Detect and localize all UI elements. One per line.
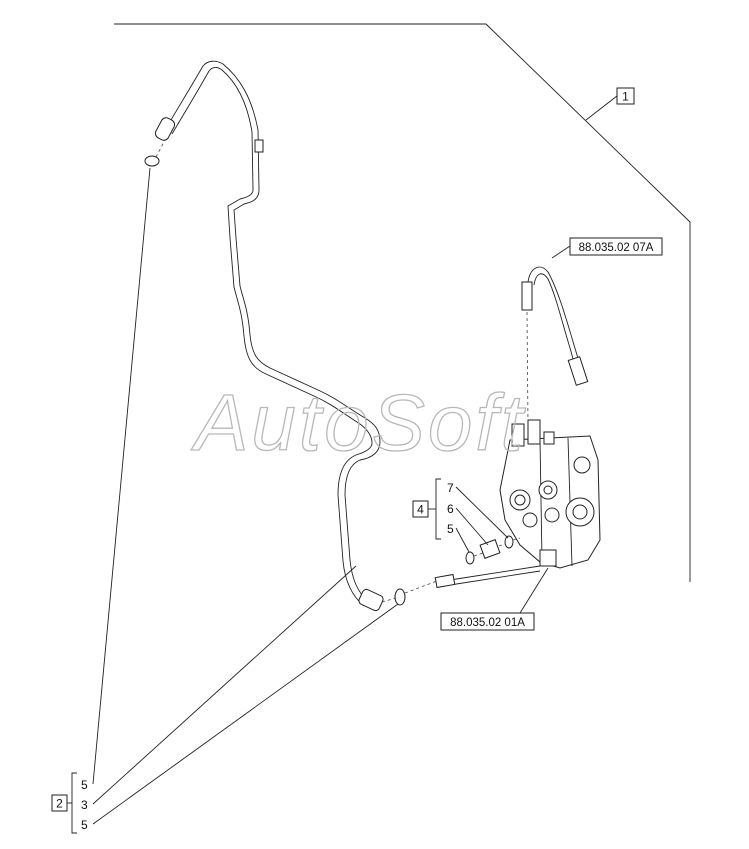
callout-2-item-3: 3 bbox=[81, 798, 88, 812]
valve-spool-2 bbox=[527, 419, 541, 445]
watermark: AutoSoft bbox=[191, 378, 526, 467]
callout-2-label: 2 bbox=[56, 797, 63, 811]
o-ring-bottom bbox=[381, 577, 446, 606]
callout-1: 1 bbox=[585, 87, 635, 121]
tube-fitting-bottom bbox=[358, 588, 384, 612]
hydraulic-tube bbox=[154, 60, 384, 612]
o-ring-5 bbox=[465, 551, 475, 565]
reference-upper[interactable]: 88.035.02 07A bbox=[551, 237, 663, 259]
adapter-6 bbox=[479, 539, 501, 559]
callout-4-item-5: 5 bbox=[447, 522, 454, 536]
callout-2-item-5a: 5 bbox=[81, 778, 88, 792]
pilot-hose-fitting-top bbox=[521, 281, 533, 311]
reference-upper-label: 88.035.02 07A bbox=[579, 242, 654, 254]
o-ring-7 bbox=[504, 535, 514, 549]
callout-group-4: 4 7 6 5 bbox=[412, 478, 509, 553]
reference-lower[interactable]: 88.035.02 01A bbox=[440, 567, 549, 631]
callout-4-item-6: 6 bbox=[447, 502, 454, 516]
valve-spool-3 bbox=[543, 431, 555, 445]
return-hose-fitting bbox=[434, 573, 456, 589]
callout-4-label: 4 bbox=[417, 503, 424, 517]
reference-lower-label: 88.035.02 01A bbox=[450, 617, 525, 629]
pilot-hose bbox=[521, 266, 589, 426]
callout-group-2: 2 5 3 5 bbox=[51, 167, 399, 834]
assembly-boundary bbox=[114, 23, 691, 582]
adapter-stack bbox=[465, 535, 521, 565]
callout-4-item-7: 7 bbox=[447, 481, 454, 495]
valve-spool-1 bbox=[511, 423, 525, 447]
valve-port-bottom bbox=[539, 549, 557, 567]
control-valve bbox=[499, 419, 601, 569]
callout-2-item-5b: 5 bbox=[81, 818, 88, 832]
o-ring-top bbox=[144, 139, 166, 167]
pilot-hose-fitting-bottom bbox=[567, 356, 589, 386]
tube-clamp bbox=[254, 139, 264, 153]
tube-fitting-top bbox=[154, 117, 176, 141]
return-hose bbox=[434, 565, 541, 589]
callout-1-label: 1 bbox=[622, 90, 629, 104]
